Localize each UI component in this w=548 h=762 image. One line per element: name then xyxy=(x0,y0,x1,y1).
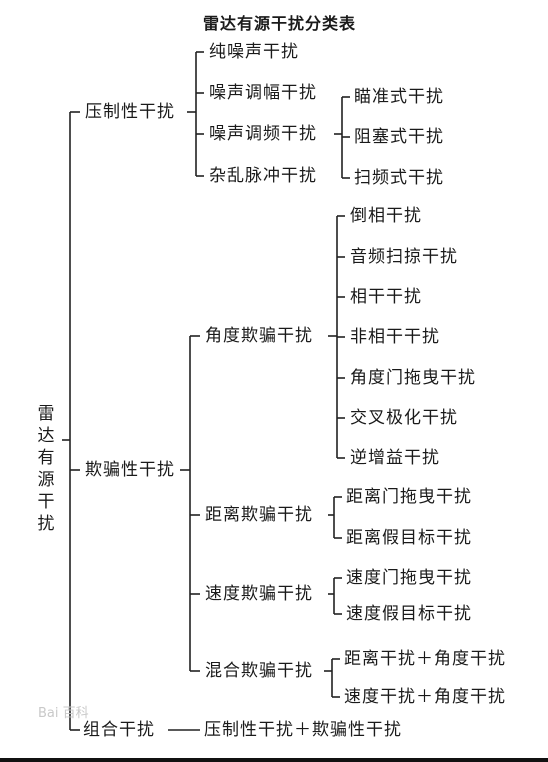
root-char: 扰 xyxy=(37,514,55,534)
root-node: 雷 达 有 源 干 扰 xyxy=(36,403,56,535)
node-range-plus-angle: 距离干扰＋角度干扰 xyxy=(344,649,506,669)
node-angle: 角度欺骗干扰 xyxy=(205,326,313,346)
node-noise-am: 噪声调幅干扰 xyxy=(209,83,317,103)
root-char: 有 xyxy=(37,448,55,468)
root-char: 达 xyxy=(37,426,55,446)
root-char: 源 xyxy=(37,470,55,490)
node-barrage: 阻塞式干扰 xyxy=(354,127,444,147)
node-noncoherent: 非相干干扰 xyxy=(350,327,440,347)
node-suppressive: 压制性干扰 xyxy=(85,102,175,122)
node-range-gate-pull: 距离门拖曳干扰 xyxy=(346,487,472,507)
node-coherent: 相干干扰 xyxy=(350,287,422,307)
node-range: 距离欺骗干扰 xyxy=(205,505,313,525)
node-cross-pol: 交叉极化干扰 xyxy=(350,408,458,428)
node-combined-value: 压制性干扰＋欺骗性干扰 xyxy=(204,720,402,740)
node-velocity-plus-angle: 速度干扰＋角度干扰 xyxy=(344,687,506,707)
node-spot: 瞄准式干扰 xyxy=(354,87,444,107)
node-mixed: 混合欺骗干扰 xyxy=(205,661,313,681)
node-angle-gate-pull: 角度门拖曳干扰 xyxy=(350,368,476,388)
root-char: 雷 xyxy=(37,404,55,424)
node-random-pulse: 杂乱脉冲干扰 xyxy=(209,166,317,186)
watermark: Bai 百科 xyxy=(38,706,89,721)
node-inverse-phase: 倒相干扰 xyxy=(350,206,422,226)
node-velocity-false-target: 速度假目标干扰 xyxy=(346,604,472,624)
node-noise-fm: 噪声调频干扰 xyxy=(209,124,317,144)
node-pure-noise: 纯噪声干扰 xyxy=(209,42,299,62)
node-inverse-gain: 逆增益干扰 xyxy=(350,448,440,468)
node-combined: 组合干扰 xyxy=(83,720,155,740)
node-swept: 扫频式干扰 xyxy=(354,168,444,188)
node-velocity: 速度欺骗干扰 xyxy=(205,584,313,604)
node-deceptive: 欺骗性干扰 xyxy=(85,460,175,480)
node-range-false-target: 距离假目标干扰 xyxy=(346,528,472,548)
bottom-border xyxy=(0,758,548,762)
diagram-title: 雷达有源干扰分类表 xyxy=(203,14,357,33)
node-velocity-gate-pull: 速度门拖曳干扰 xyxy=(346,568,472,588)
root-char: 干 xyxy=(37,492,55,512)
node-audio-scan: 音频扫掠干扰 xyxy=(350,247,458,267)
